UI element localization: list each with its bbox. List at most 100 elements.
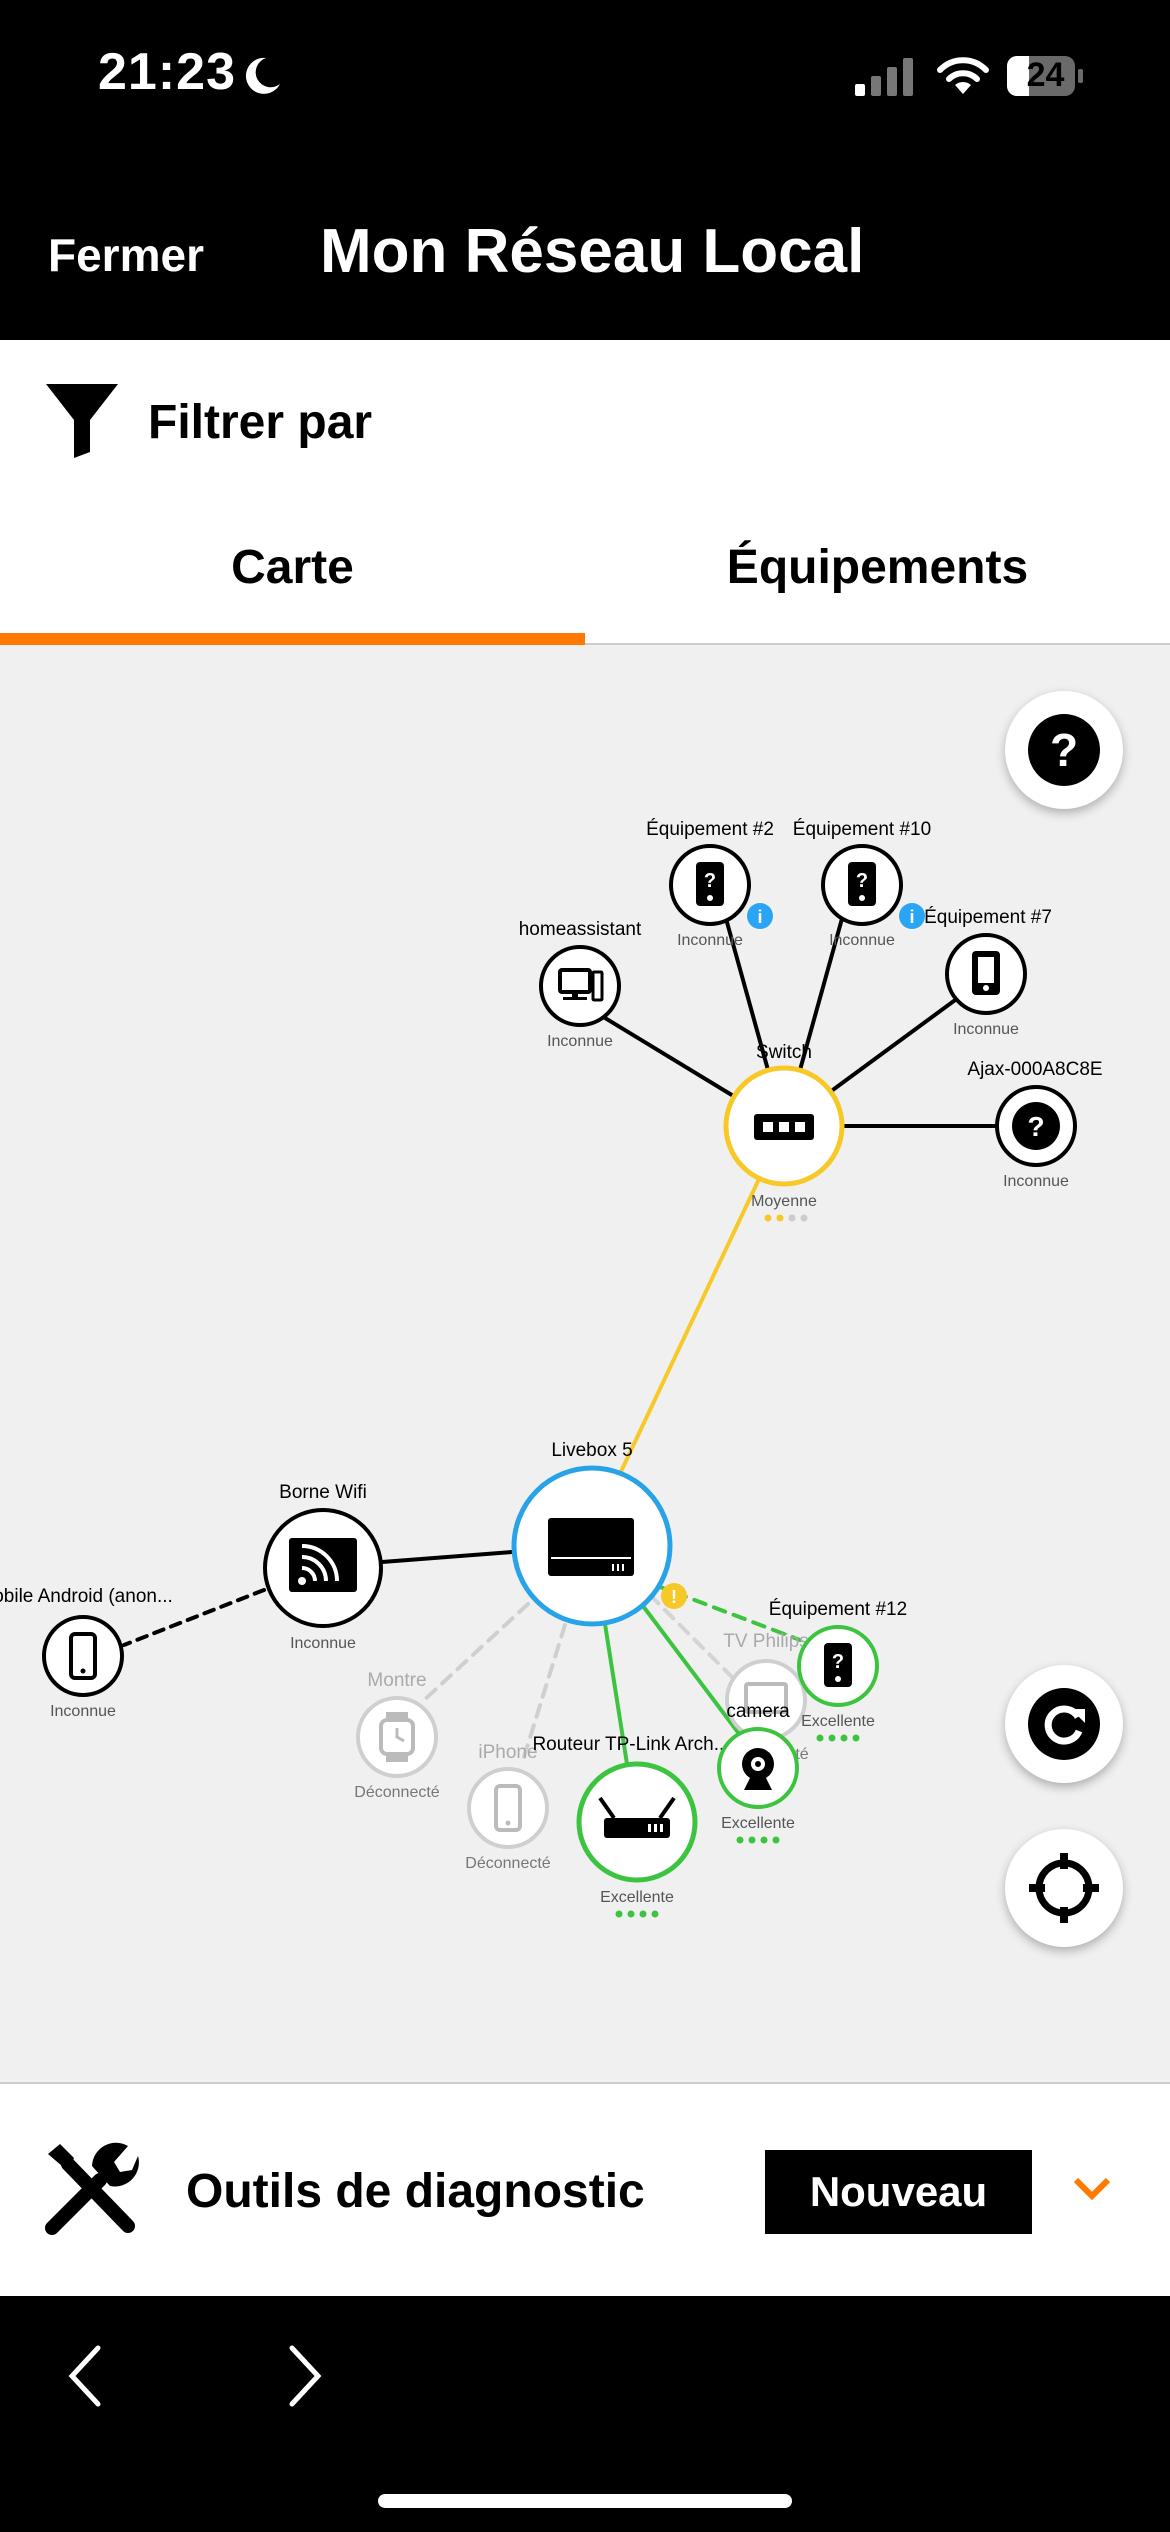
- signal-dots: [736, 1836, 780, 1844]
- livebox-icon: [548, 1518, 634, 1576]
- warning-icon[interactable]: !: [661, 1583, 687, 1609]
- chevron-left-icon[interactable]: [60, 2336, 110, 2416]
- svg-text:?: ?: [1050, 724, 1078, 776]
- tv-icon: [744, 1682, 788, 1714]
- moon-icon: [245, 57, 280, 94]
- signal-dots: [816, 1734, 860, 1742]
- network-map-canvas: Switch Moyenne homeassistant: [0, 819, 1103, 1918]
- link-switch-homeassistant: [580, 1002, 742, 1102]
- node-equip7[interactable]: Équipement #7 Inconnue: [924, 907, 1052, 1038]
- node-status: Inconnue: [953, 1021, 1019, 1038]
- node-android[interactable]: obile Android (anon... Inconnue: [0, 1586, 173, 1720]
- node-switch[interactable]: Switch Moyenne: [723, 1042, 845, 1222]
- refresh-button[interactable]: [1005, 1665, 1123, 1783]
- webcam-icon: [742, 1748, 774, 1790]
- node-status: Excellente: [721, 1815, 795, 1832]
- link-livebox-borne: [380, 1550, 514, 1564]
- link-livebox-camera: [638, 1600, 742, 1737]
- link-livebox-iphone: [521, 1623, 567, 1762]
- signal-dots: [764, 1214, 808, 1222]
- node-borne-wifi[interactable]: Borne Wifi Inconnue: [263, 1482, 383, 1652]
- node-equip10[interactable]: Équipement #10 ? Inconnue i: [793, 819, 931, 949]
- active-tab-indicator: [0, 633, 585, 645]
- node-status: Inconnue: [677, 932, 743, 949]
- tab-bar: Carte Équipements: [0, 500, 1170, 645]
- node-label: Équipement #12: [769, 1599, 907, 1620]
- recenter-button[interactable]: [1005, 1829, 1123, 1947]
- smartphone-icon: [69, 1632, 97, 1680]
- switch-icon: [754, 1114, 814, 1140]
- device-icon: [972, 951, 1000, 995]
- node-status: Moyenne: [751, 1193, 817, 1210]
- svg-text:?: ?: [704, 870, 716, 892]
- link-switch-equip7: [828, 993, 964, 1094]
- svg-text:!: !: [671, 1587, 677, 1607]
- svg-text:?: ?: [832, 1651, 844, 1673]
- node-label: Routeur TP-Link Arch...: [532, 1734, 729, 1755]
- smartphone-icon: [494, 1784, 522, 1832]
- header: Fermer Mon Réseau Local: [0, 150, 1170, 340]
- node-equip2[interactable]: Équipement #2 ? Inconnue i: [646, 819, 774, 949]
- node-livebox[interactable]: Livebox 5: [511, 1440, 673, 1627]
- computer-icon: [558, 968, 604, 1002]
- node-label: camera: [726, 1701, 790, 1722]
- diagnostics-label: Outils de diagnostic: [186, 2165, 645, 2218]
- link-livebox-montre: [420, 1602, 530, 1704]
- tab-devices[interactable]: Équipements: [726, 541, 1029, 594]
- refresh-icon: [1028, 1688, 1100, 1760]
- node-status: Excellente: [801, 1713, 875, 1730]
- page-title: Mon Réseau Local: [320, 217, 865, 286]
- info-icon[interactable]: i: [899, 903, 925, 929]
- close-button[interactable]: Fermer: [48, 229, 204, 281]
- link-livebox-tplink: [603, 1622, 629, 1766]
- node-label: obile Android (anon...: [0, 1586, 173, 1607]
- node-label: Équipement #2: [646, 819, 774, 840]
- status-time: 21:23: [98, 43, 236, 101]
- node-label: homeassistant: [519, 919, 642, 940]
- node-homeassistant[interactable]: homeassistant Inconnue: [519, 919, 642, 1050]
- node-status: Inconnue: [290, 1635, 356, 1652]
- node-equip12[interactable]: Équipement #12 ? Excellente: [769, 1599, 907, 1742]
- node-iphone[interactable]: iPhone Déconnecté: [465, 1742, 550, 1872]
- signal-dots: [615, 1910, 659, 1918]
- node-status: Inconnue: [1003, 1173, 1069, 1190]
- filter-label: Filtrer par: [148, 396, 373, 449]
- chevron-down-icon[interactable]: [1072, 2176, 1112, 2202]
- tab-map[interactable]: Carte: [231, 541, 354, 594]
- node-label: Borne Wifi: [279, 1482, 367, 1503]
- node-label: iPhone: [478, 1742, 537, 1763]
- help-icon: ?: [1028, 714, 1100, 786]
- node-ajax[interactable]: Ajax-000A8C8E ? Inconnue: [967, 1059, 1102, 1190]
- node-label: Ajax-000A8C8E: [967, 1059, 1102, 1080]
- status-bar: 21:23 24: [0, 0, 1170, 150]
- node-tplink[interactable]: Routeur TP-Link Arch... Excellente: [532, 1734, 730, 1918]
- info-icon[interactable]: i: [747, 903, 773, 929]
- chevron-right-icon[interactable]: [280, 2336, 330, 2416]
- battery-icon: [1007, 56, 1083, 96]
- node-status: Inconnue: [829, 932, 895, 949]
- link-switch-equip2: [723, 913, 770, 1072]
- network-links: [122, 913, 1000, 1766]
- node-label: Livebox 5: [551, 1440, 632, 1461]
- node-status: Inconnue: [50, 1703, 116, 1720]
- unknown-device-icon: ?: [824, 1643, 852, 1687]
- node-status: Déconnecté: [354, 1784, 439, 1801]
- node-label: Équipement #10: [793, 819, 931, 840]
- node-camera[interactable]: camera Excellente: [717, 1701, 799, 1844]
- unknown-device-icon: ?: [848, 862, 876, 906]
- filter-bar[interactable]: Filtrer par: [0, 340, 1170, 500]
- network-map[interactable]: Switch Moyenne homeassistant: [0, 645, 1170, 2082]
- help-button[interactable]: ?: [1005, 691, 1123, 809]
- svg-text:?: ?: [856, 870, 868, 892]
- unknown-device-icon: ?: [696, 862, 724, 906]
- node-label: Switch: [756, 1042, 812, 1063]
- link-switch-equip10: [798, 913, 845, 1072]
- tools-icon: [45, 2142, 139, 2235]
- node-status: Excellente: [600, 1889, 674, 1906]
- router-icon: [598, 1796, 676, 1838]
- node-montre[interactable]: Montre Déconnecté: [354, 1670, 439, 1801]
- home-indicator[interactable]: [378, 2494, 792, 2508]
- node-label: Montre: [367, 1670, 426, 1691]
- diagnostics-bar[interactable]: Outils de diagnostic Nouveau: [0, 2082, 1170, 2296]
- new-badge: Nouveau: [765, 2150, 1032, 2234]
